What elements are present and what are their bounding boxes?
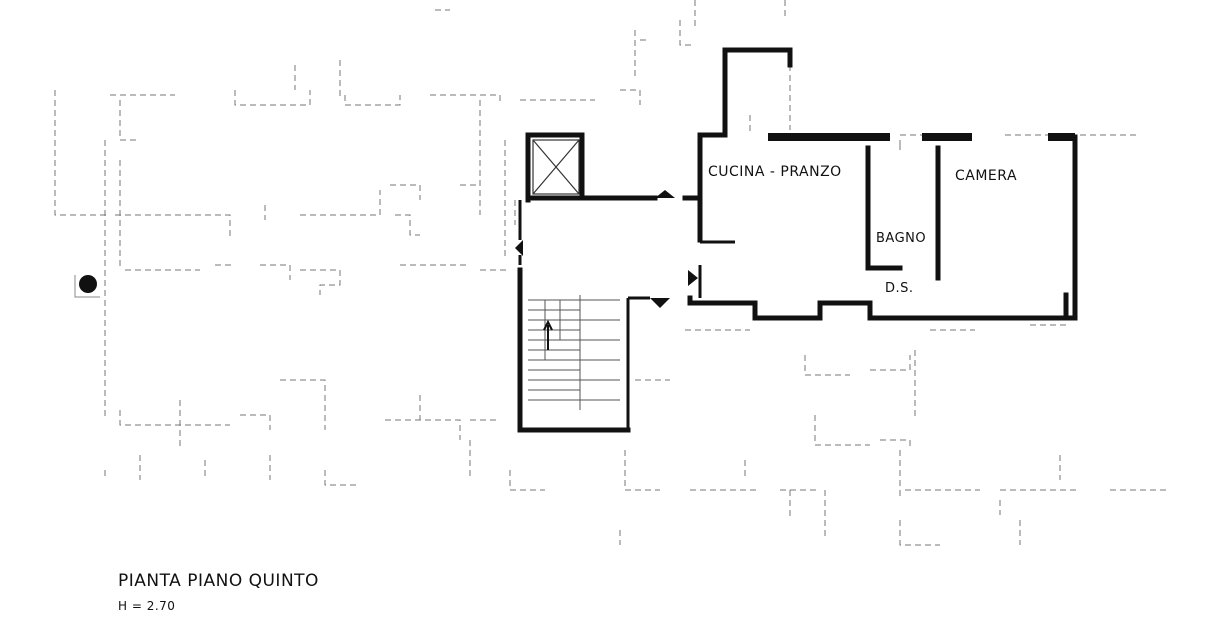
room-label-ds: D.S. [885,281,914,296]
elevator-shaft [532,139,580,195]
door-marker-right-icon [688,270,698,286]
entry-door-marker-icon [515,240,523,256]
stair-treads [528,295,620,410]
context-building-right [619,0,1170,546]
door-marker-top-icon [655,190,675,198]
north-arrow-icon [79,275,97,293]
room-labels: CUCINA - PRANZO CAMERA BAGNO D.S. [708,164,1017,296]
drawing-title: PIANTA PIANO QUINTO [118,571,319,591]
drawing-scale: H = 2.70 [118,599,175,613]
elevator-cross [532,139,580,195]
room-label-bath: BAGNO [876,231,926,246]
apartment-walls [687,47,1078,321]
stair-arrow-icon [543,319,553,350]
context-building-left [54,9,595,491]
stair-core [515,132,703,433]
room-label-kitchen: CUCINA - PRANZO [708,164,842,180]
room-label-bedroom: CAMERA [955,168,1017,184]
door-marker-bottom-icon [650,298,670,308]
drawing-title-block: PIANTA PIANO QUINTO H = 2.70 [118,571,319,613]
